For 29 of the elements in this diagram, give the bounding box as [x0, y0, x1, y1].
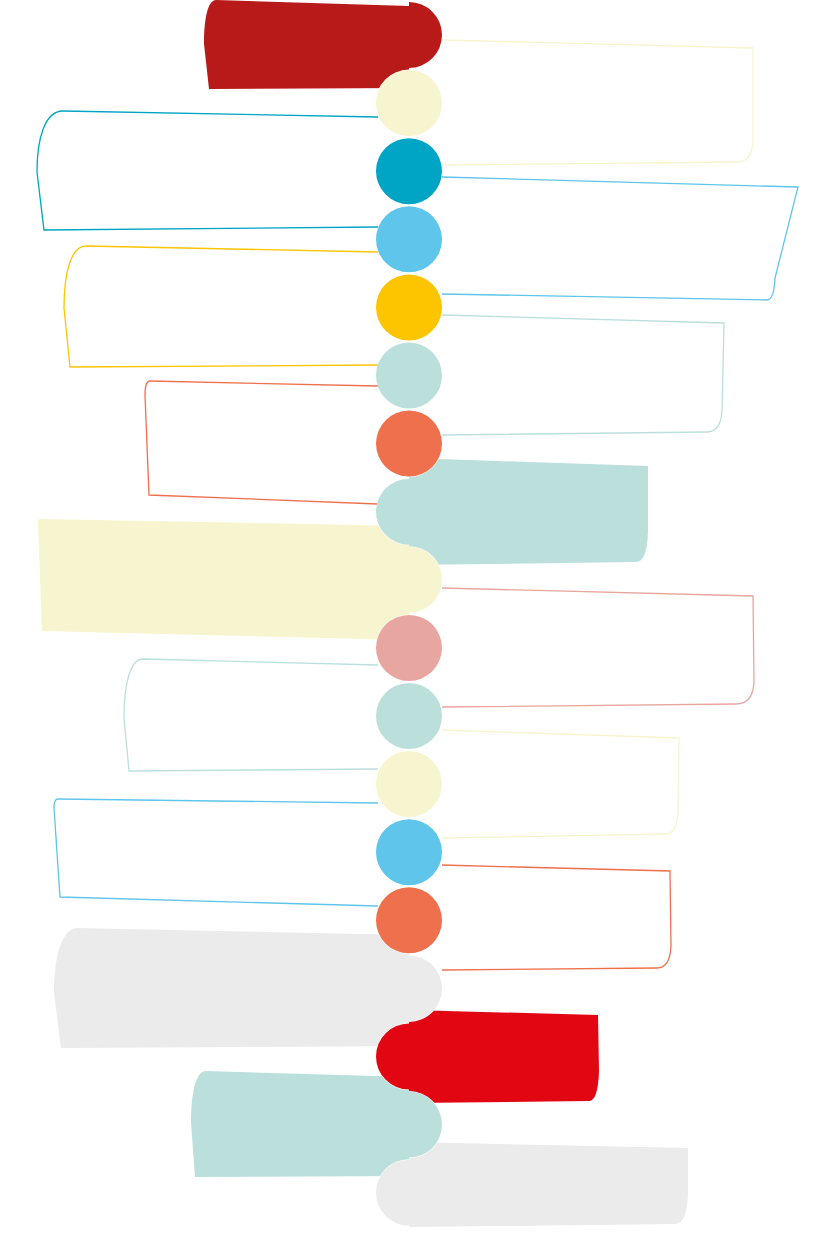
filled-tab	[191, 1071, 442, 1177]
callout-frame	[53, 798, 379, 907]
step-circle	[376, 206, 442, 273]
step-circle	[376, 410, 442, 477]
step-circle	[376, 683, 442, 749]
step-circle	[376, 138, 442, 205]
callout-frame	[441, 176, 799, 301]
callout-frame	[123, 658, 379, 772]
callout-frame	[441, 39, 754, 166]
filled-tab	[204, 0, 442, 89]
callout-frame	[144, 380, 379, 505]
callout-frame	[63, 245, 379, 368]
step-circle	[376, 274, 442, 341]
callout-frame	[441, 314, 725, 436]
callout-frame	[36, 110, 379, 231]
step-circle	[376, 342, 442, 409]
filled-tab	[376, 458, 648, 565]
callout-frame	[441, 729, 680, 839]
filled-tab	[54, 928, 442, 1048]
callout-frame	[441, 864, 672, 971]
step-circle	[376, 751, 442, 818]
callout-frame	[441, 587, 755, 708]
filled-tab	[376, 1010, 599, 1103]
step-circle	[376, 614, 442, 681]
step-circle	[376, 819, 442, 886]
step-circle	[376, 70, 442, 137]
filled-tab	[38, 519, 442, 640]
filled-tab	[376, 1142, 688, 1227]
step-circle	[376, 887, 442, 954]
